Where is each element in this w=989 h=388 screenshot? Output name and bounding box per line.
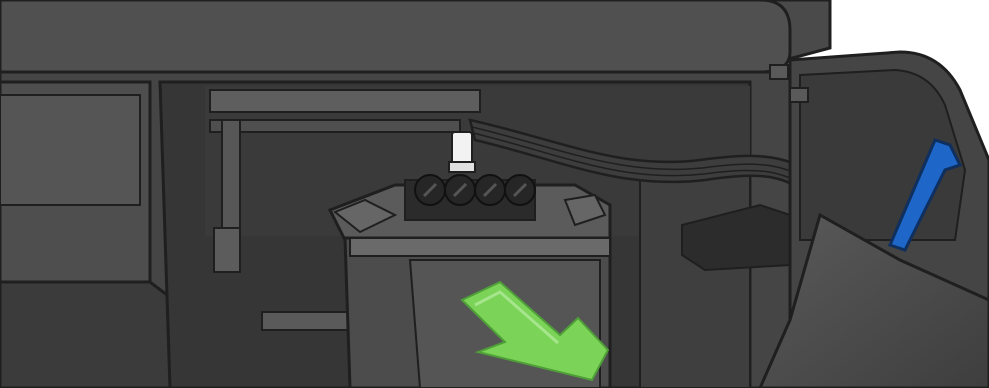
right-inner-wall <box>640 170 750 388</box>
rail-bar <box>210 120 460 132</box>
ink-caps <box>405 175 535 220</box>
left-side-panel-inner <box>0 95 140 205</box>
left-post-foot <box>214 228 240 272</box>
housing-tab-1 <box>770 65 788 79</box>
carriage-rail <box>210 90 480 112</box>
white-tube-collar <box>449 162 475 172</box>
housing-tab-2 <box>790 88 808 102</box>
printer-lid-edge <box>0 0 790 72</box>
printhead-ridge <box>350 238 610 256</box>
